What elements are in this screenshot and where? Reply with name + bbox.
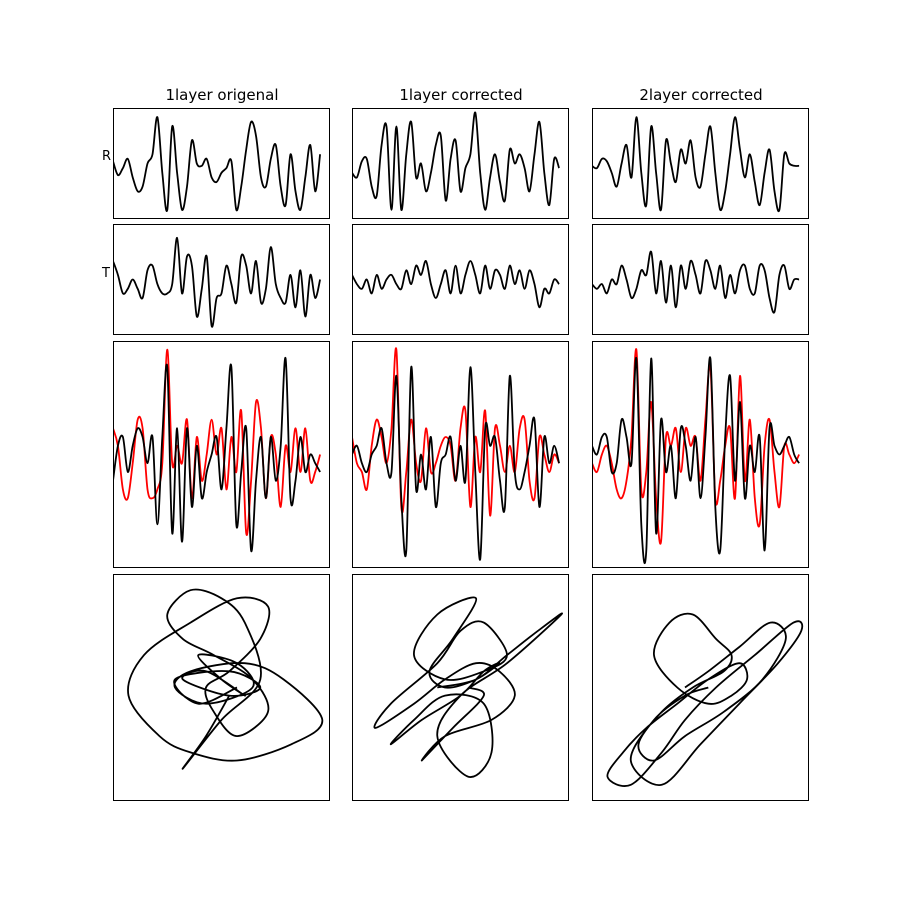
row-label-r: R	[102, 149, 111, 164]
t-panel-3	[592, 224, 809, 335]
axes-frame	[352, 108, 569, 219]
t-panel-2	[352, 224, 569, 335]
overlay-panel-1	[113, 341, 330, 568]
r-panel-1	[113, 108, 330, 219]
series-line-black	[352, 366, 560, 561]
series-line-red	[113, 348, 321, 536]
axes-frame	[592, 574, 809, 801]
axes-frame	[113, 224, 330, 335]
series-line-black	[592, 116, 800, 213]
axes-frame	[113, 341, 330, 568]
series-line-black	[113, 116, 321, 212]
r-panel-2	[352, 108, 569, 219]
axes-frame	[592, 341, 809, 568]
r-panel-3	[592, 108, 809, 219]
series-line-black	[352, 111, 560, 211]
series-line-black	[592, 250, 800, 314]
series-line-black	[373, 596, 564, 778]
column-title-1: 1layer origenal	[165, 86, 278, 104]
particle-motion-panel-3	[592, 574, 809, 801]
column-title-3: 2layer corrected	[639, 86, 762, 104]
panel-grid	[113, 108, 809, 801]
column-title-2: 1layer corrected	[399, 86, 522, 104]
axes-frame	[592, 224, 809, 335]
series-line-black	[113, 236, 321, 328]
axes-frame	[352, 224, 569, 335]
series-line-black	[352, 260, 560, 309]
axes-frame	[352, 574, 569, 801]
axes-frame	[113, 574, 330, 801]
axes-frame	[352, 341, 569, 568]
axes-frame	[113, 108, 330, 219]
series-line-black	[113, 357, 321, 553]
overlay-panel-3	[592, 341, 809, 568]
axes-frame	[592, 108, 809, 219]
series-line-black	[606, 612, 804, 787]
particle-motion-panel-2	[352, 574, 569, 801]
particle-motion-panel-1	[113, 574, 330, 801]
t-panel-1	[113, 224, 330, 335]
series-line-black	[127, 588, 324, 770]
overlay-panel-2	[352, 341, 569, 568]
row-label-t: T	[101, 266, 110, 281]
series-line-black	[592, 356, 800, 565]
